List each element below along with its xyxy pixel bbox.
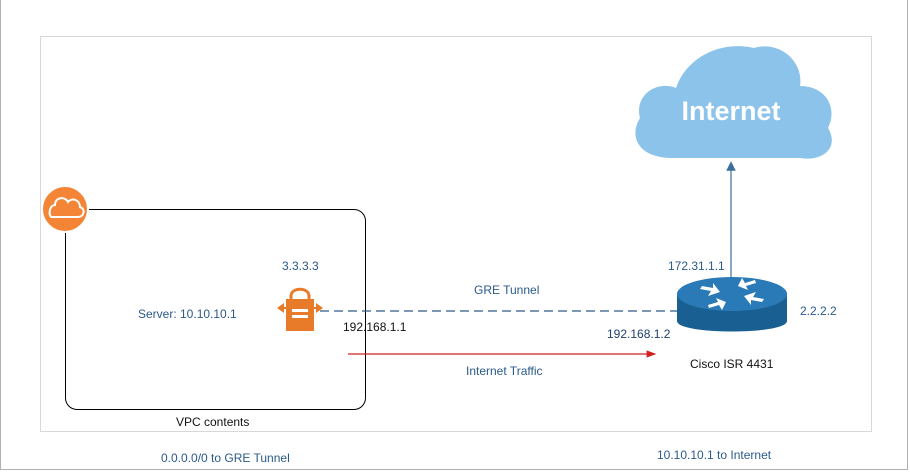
- gre-tunnel-label: GRE Tunnel: [474, 283, 540, 297]
- internet-label: Internet: [681, 96, 780, 126]
- router-icon[interactable]: [677, 277, 787, 332]
- gateway-public-ip: 3.3.3.3: [282, 259, 319, 273]
- vpc-label: VPC contents: [176, 415, 250, 429]
- vpc-container[interactable]: [65, 209, 366, 410]
- cloud-icon: [41, 185, 89, 233]
- internet-traffic-label: Internet Traffic: [466, 364, 543, 378]
- note-left: 0.0.0.0/0 to GRE Tunnel: [161, 451, 290, 465]
- router-tunnel-ip: 192.168.1.2: [607, 327, 671, 341]
- note-right: 10.10.10.1 to Internet: [657, 448, 772, 462]
- diagram-canvas: [40, 36, 872, 432]
- router-label: Cisco ISR 4431: [690, 357, 774, 371]
- gateway-tunnel-ip: 192.168.1.1: [343, 320, 407, 334]
- vpn-gateway-icon[interactable]: [277, 287, 323, 331]
- router-uplink-ip: 172.31.1.1: [668, 259, 725, 273]
- internet-cloud-icon[interactable]: Internet: [635, 46, 832, 159]
- router-public-ip: 2.2.2.2: [800, 304, 837, 318]
- server-label: Server: 10.10.10.1: [138, 307, 237, 321]
